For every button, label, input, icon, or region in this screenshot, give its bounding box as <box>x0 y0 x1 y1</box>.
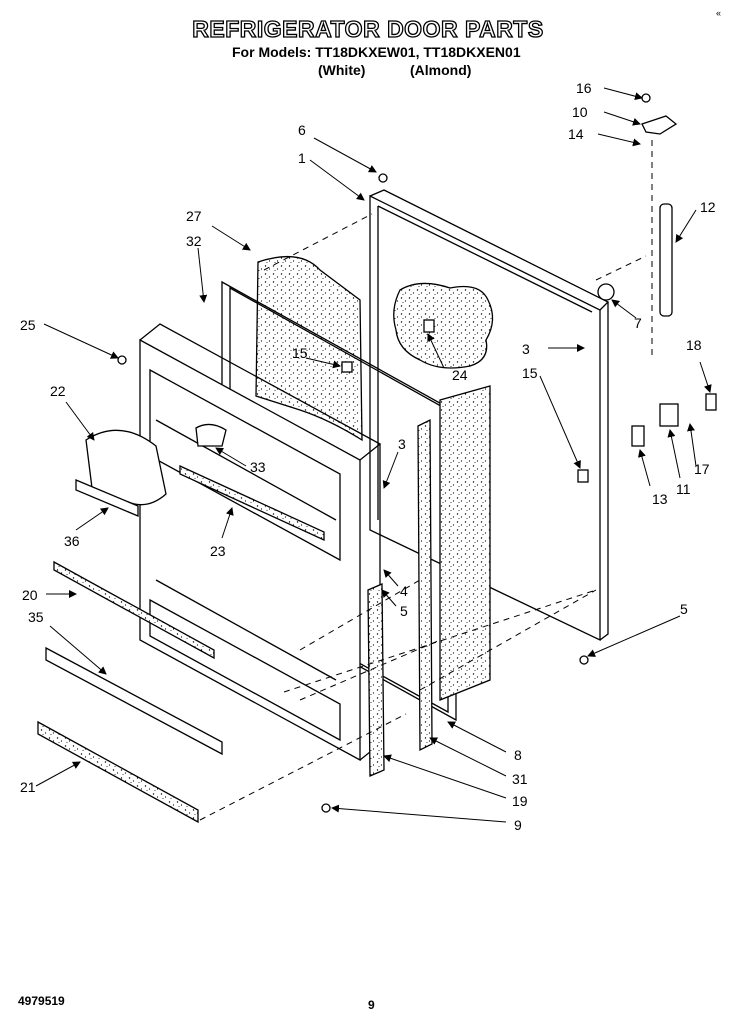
variant-almond: (Almond) <box>410 62 472 78</box>
shelf-rail-23 <box>179 464 325 542</box>
callout-14: 14 <box>568 126 584 142</box>
stop-24 <box>423 319 435 333</box>
screw-25 <box>117 355 127 365</box>
plate-13 <box>631 425 645 447</box>
page-number: 9 <box>368 998 375 1012</box>
trim-strip-21 <box>37 720 199 824</box>
callout-23: 23 <box>210 543 226 559</box>
callout-24: 24 <box>452 367 468 383</box>
rail-36 <box>75 479 139 517</box>
insulation-blob <box>393 282 494 369</box>
callout-8: 8 <box>514 747 522 763</box>
callout-32: 32 <box>186 233 202 249</box>
callout-5-center: 5 <box>400 603 408 619</box>
callout-9: 9 <box>514 817 522 833</box>
clip-15b <box>577 469 589 483</box>
inner-door-liner <box>139 323 382 762</box>
screw-5 <box>579 655 589 665</box>
callout-36: 36 <box>64 533 80 549</box>
callout-22: 22 <box>50 383 66 399</box>
page-title: REFRIGERATOR DOOR PARTS <box>192 15 544 42</box>
callout-11: 11 <box>676 481 691 497</box>
callout-12: 12 <box>700 199 716 215</box>
hinge-rod <box>659 203 673 317</box>
callout-3-center: 3 <box>398 436 406 452</box>
callout-35: 35 <box>28 609 44 625</box>
callout-15-right: 15 <box>522 365 538 381</box>
callout-21: 21 <box>20 779 36 795</box>
models-line: For Models: TT18DKXEW01, TT18DKXEN01 <box>232 44 521 60</box>
screw-6 <box>378 173 388 183</box>
screw-9 <box>321 803 331 813</box>
callout-6: 6 <box>298 122 306 138</box>
hinge-11 <box>659 403 679 427</box>
callout-7: 7 <box>634 315 642 331</box>
bar-33 <box>195 423 227 447</box>
callout-1: 1 <box>298 150 306 166</box>
variant-white: (White) <box>318 62 366 78</box>
callout-16: 16 <box>576 80 592 96</box>
screw-16 <box>641 93 651 103</box>
bracket-18 <box>705 393 717 411</box>
callout-18: 18 <box>686 337 702 353</box>
callout-5-right: 5 <box>680 601 688 617</box>
breaker-strip-8 <box>439 385 491 701</box>
corner-mark: « <box>716 8 722 18</box>
clip-15 <box>341 361 353 373</box>
callout-33: 33 <box>250 459 266 475</box>
callout-15-left: 15 <box>292 345 308 361</box>
trim-strip-35 <box>45 646 223 756</box>
part-number: 4979519 <box>18 994 65 1008</box>
callout-31: 31 <box>512 771 528 787</box>
foam-strip-27 <box>255 256 363 442</box>
callout-13: 13 <box>652 491 668 507</box>
callout-27: 27 <box>186 208 202 224</box>
top-hinge <box>641 115 678 135</box>
callout-4: 4 <box>400 583 408 599</box>
left-gasket-19 <box>367 583 385 777</box>
callout-25: 25 <box>20 317 36 333</box>
callout-3-hinge: 3 <box>522 341 530 357</box>
callout-17: 17 <box>694 461 710 477</box>
callout-19: 19 <box>512 793 528 809</box>
callout-20: 20 <box>22 587 38 603</box>
plug-7 <box>597 283 615 301</box>
breaker-strip-31 <box>417 418 433 752</box>
callout-10: 10 <box>572 104 588 120</box>
trim-strip-20 <box>53 560 215 660</box>
